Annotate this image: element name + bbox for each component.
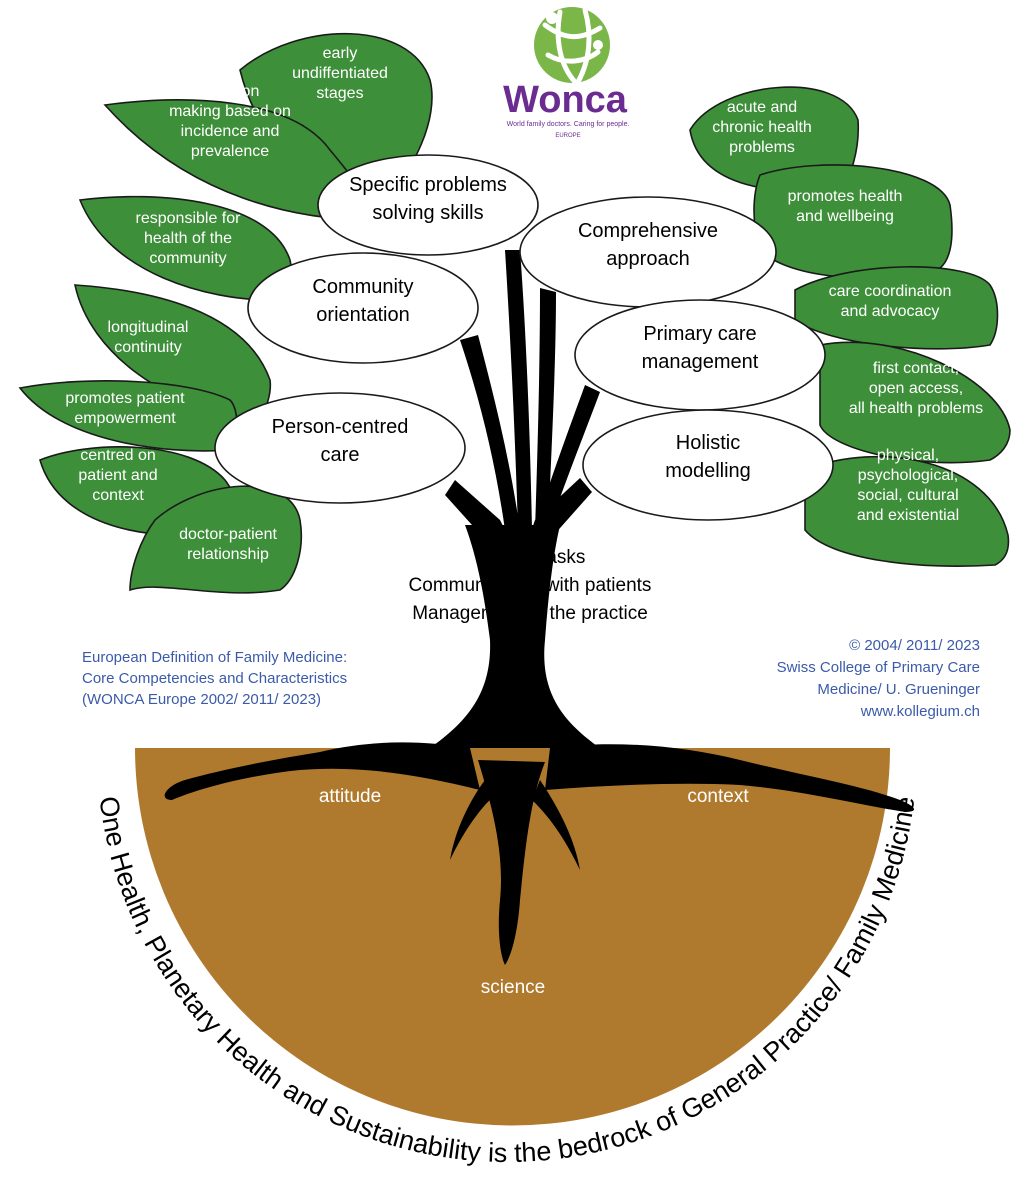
competency-label-holistic-line: Holistic bbox=[676, 432, 740, 454]
competency-label-primary-line: Primary care bbox=[643, 323, 756, 345]
root-label-science: science bbox=[481, 977, 545, 998]
oval-specific bbox=[317, 154, 539, 256]
leaf-label-promotes-line: and wellbeing bbox=[796, 208, 894, 225]
leaf-label-physical-line: social, cultural bbox=[857, 487, 958, 504]
definition-line: European Definition of Family Medicine: bbox=[82, 649, 347, 666]
leaf-label-relationship-line: relationship bbox=[187, 546, 269, 563]
copyright-line: www.kollegium.ch bbox=[860, 703, 980, 720]
leaf-label-physical-line: and existential bbox=[857, 507, 959, 524]
wonca-logo-region: EUROPE bbox=[555, 133, 580, 139]
task-item: Clinical tasks bbox=[475, 547, 586, 568]
wonca-logo: Wonca World family doctors. Caring for p… bbox=[503, 7, 629, 139]
competency-label-person-line: Person-centred bbox=[272, 416, 409, 438]
competency-label-comprehensive-line: approach bbox=[606, 248, 689, 270]
competency-ovals bbox=[214, 154, 834, 521]
competency-label-holistic-line: modelling bbox=[665, 460, 751, 482]
leaf-label-longitudinal-line: longitudinal bbox=[108, 319, 189, 336]
leaf-firstcontact bbox=[819, 341, 1011, 464]
wonca-logo-name: Wonca bbox=[503, 79, 628, 121]
wonca-globe-icon bbox=[534, 7, 610, 83]
leaf-labels: early undiffentiated stages desicion making … bbox=[65, 45, 983, 563]
leaf-label-coordination-line: care coordination bbox=[829, 283, 952, 300]
leaf-label-responsible-line: health of the bbox=[144, 230, 232, 247]
wonca-globe-lines bbox=[542, 7, 603, 85]
task-item: Communication with patients bbox=[409, 575, 652, 596]
leaves bbox=[18, 32, 1011, 594]
leaf-label-firstcontact-line: open access, bbox=[869, 380, 963, 397]
definition-line: (WONCA Europe 2002/ 2011/ 2023) bbox=[82, 691, 321, 708]
leaf-label-relationship-line: doctor-patient bbox=[179, 526, 277, 543]
leaf-label-coordination-line: and advocacy bbox=[841, 303, 940, 320]
leaf-label-early-line: undiffentiated bbox=[292, 65, 388, 82]
leaf-label-firstcontact-line: all health problems bbox=[849, 400, 983, 417]
oval-holistic bbox=[582, 409, 834, 521]
leaf-label-decision-line: desicion bbox=[201, 83, 260, 100]
leaf-label-empowerment-line: empowerment bbox=[74, 410, 176, 427]
leaf-label-acute-line: acute and bbox=[727, 99, 797, 116]
leaf-label-early-line: early bbox=[323, 45, 358, 62]
wonca-logo-tagline: World family doctors. Caring for people. bbox=[507, 121, 630, 128]
competency-label-person-line: care bbox=[321, 444, 360, 466]
leaf-label-centred-line: patient and bbox=[78, 467, 157, 484]
leaf-physical bbox=[804, 455, 1010, 567]
competency-label-community-line: Community bbox=[312, 276, 413, 298]
leaf-label-longitudinal-line: continuity bbox=[114, 339, 182, 356]
copyright-line: © 2004/ 2011/ 2023 bbox=[849, 637, 980, 654]
leaf-label-centred-line: centred on bbox=[80, 447, 156, 464]
oval-community bbox=[247, 252, 479, 364]
leaf-label-firstcontact-line: first contact, bbox=[873, 360, 959, 377]
leaf-label-acute-line: problems bbox=[729, 139, 795, 156]
root-label-attitude: attitude bbox=[319, 786, 381, 807]
root-label-context: context bbox=[687, 786, 749, 807]
competency-label-community-line: orientation bbox=[316, 304, 409, 326]
competency-label-specific-line: solving skills bbox=[372, 202, 483, 224]
competency-label-comprehensive-line: Comprehensive bbox=[578, 220, 718, 242]
leaf-label-responsible-line: responsible for bbox=[136, 210, 242, 227]
task-item: Management of the practice bbox=[412, 603, 648, 624]
leaf-relationship bbox=[129, 485, 303, 594]
oval-person bbox=[214, 392, 466, 504]
leaf-label-physical-line: physical, bbox=[877, 447, 939, 464]
leaf-label-empowerment-line: promotes patient bbox=[65, 390, 185, 407]
leaf-label-decision-line: prevalence bbox=[191, 143, 269, 160]
leaf-label-centred-line: context bbox=[92, 487, 144, 504]
competency-label-specific-line: Specific problems bbox=[349, 174, 507, 196]
competency-label-primary-line: management bbox=[642, 351, 759, 373]
leaf-label-responsible-line: community bbox=[149, 250, 226, 267]
roots bbox=[164, 742, 915, 965]
copyright-line: Swiss College of Primary Care bbox=[777, 659, 980, 676]
leaf-label-promotes-line: promotes health bbox=[788, 188, 903, 205]
copyright-line: Medicine/ U. Grueninger bbox=[817, 681, 980, 698]
leaf-label-early-line: stages bbox=[316, 85, 363, 102]
leaf-label-physical-line: psychological, bbox=[858, 467, 959, 484]
trunk bbox=[430, 250, 600, 748]
leaf-label-decision-line: incidence and bbox=[181, 123, 280, 140]
definition-note: European Definition of Family Medicine: C… bbox=[82, 649, 347, 708]
leaf-label-acute-line: chronic health bbox=[712, 119, 812, 136]
competency-labels: Specific problems solving skillsCommunity… bbox=[272, 174, 759, 482]
leaf-label-decision-line: making based on bbox=[169, 103, 291, 120]
definition-line: Core Competencies and Characteristics bbox=[82, 670, 347, 687]
